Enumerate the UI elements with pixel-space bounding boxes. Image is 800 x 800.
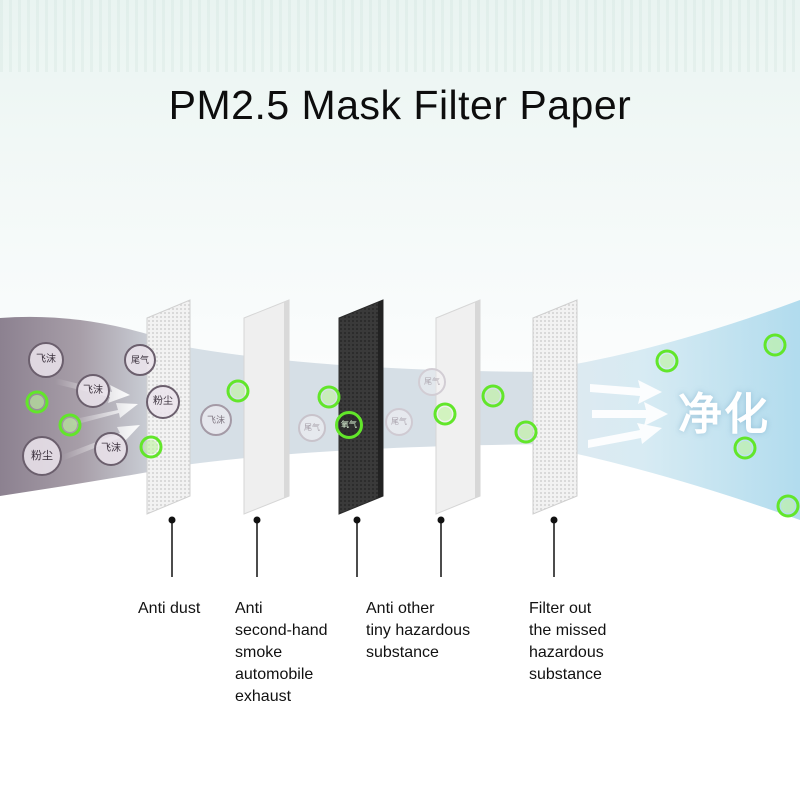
particle-exhaust-faded: 尾气 — [418, 368, 446, 396]
clean-air-stream — [540, 300, 800, 520]
diagram-title: PM2.5 Mask Filter Paper — [168, 82, 632, 128]
purify-text: 净化 — [678, 390, 770, 439]
particle-exhaust-faded: 尾气 — [385, 408, 413, 436]
filter-label-filter-out: Filter out the missed hazardous substanc… — [529, 600, 607, 683]
filter-layer-4 — [435, 299, 481, 515]
particle-dust: 粉尘 — [146, 385, 180, 419]
background-texture — [0, 0, 800, 72]
filter-layer-5 — [532, 299, 578, 515]
filter-layer-2 — [243, 299, 290, 515]
filter-layer-3 — [338, 299, 384, 515]
filter-label-anti-dust: Anti dust — [138, 600, 201, 617]
particle-droplet: 飞沫 — [94, 432, 128, 466]
particle-droplet: 飞沫 — [76, 374, 110, 408]
particle-droplet: 飞沫 — [28, 342, 64, 378]
particle-dust: 粉尘 — [22, 436, 62, 476]
filter-label-anti-smoke: Anti second-hand smoke automobile exhaus… — [235, 600, 328, 705]
oxygen-bubble-cores — [30, 338, 795, 513]
particle-exhaust-faded: 尾气 — [298, 414, 326, 442]
particle-oxygen: 氧气 — [335, 411, 363, 439]
leader-line-4 — [437, 516, 445, 577]
leader-line-5 — [550, 516, 558, 577]
particle-droplet-faded: 飞沫 — [200, 404, 232, 436]
leader-line-1 — [168, 516, 176, 577]
leader-line-3 — [353, 516, 361, 577]
leader-line-2 — [253, 516, 261, 577]
outflow-arrows — [588, 380, 668, 448]
oxygen-bubbles — [25, 333, 800, 518]
filter-label-anti-hazardous: Anti other tiny hazardous substance — [366, 600, 471, 661]
particle-exhaust: 尾气 — [124, 344, 156, 376]
